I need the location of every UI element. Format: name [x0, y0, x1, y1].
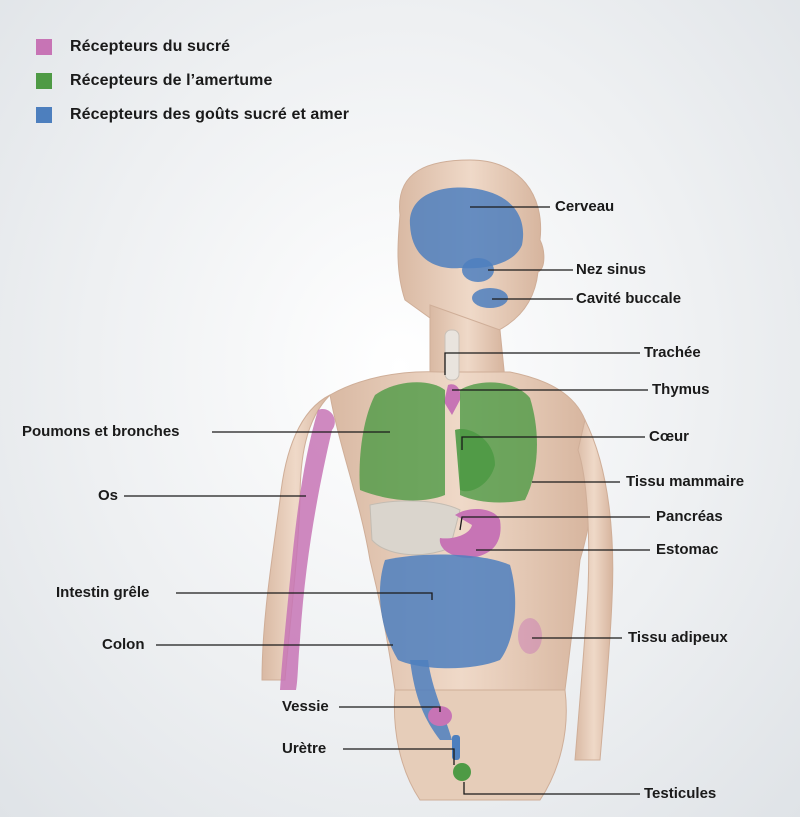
label-vessie: Vessie [282, 698, 329, 716]
label-uretre: Urètre [282, 740, 326, 758]
label-estomac: Estomac [656, 541, 719, 559]
label-intestin: Intestin grêle [56, 584, 149, 602]
label-cerveau: Cerveau [555, 198, 614, 216]
adipose-shape [518, 618, 542, 654]
label-cavite-buccale: Cavité buccale [576, 290, 681, 308]
intestine-shape [380, 555, 515, 669]
oral-cavity-shape [472, 288, 508, 308]
label-nez-sinus: Nez sinus [576, 261, 646, 279]
label-testicules: Testicules [644, 785, 716, 803]
label-tissu-adipeux: Tissu adipeux [628, 629, 728, 647]
label-os: Os [98, 487, 118, 505]
label-tissu-mammaire: Tissu mammaire [626, 473, 744, 491]
trachea-shape [445, 330, 459, 380]
testicles-shape [453, 763, 471, 781]
label-colon: Colon [102, 636, 145, 654]
label-pancreas: Pancréas [656, 508, 723, 526]
label-poumons: Poumons et bronches [22, 423, 180, 441]
label-coeur: Cœur [649, 428, 689, 446]
label-thymus: Thymus [652, 381, 710, 399]
label-trachee: Trachée [644, 344, 701, 362]
urethra-shape [452, 735, 460, 760]
